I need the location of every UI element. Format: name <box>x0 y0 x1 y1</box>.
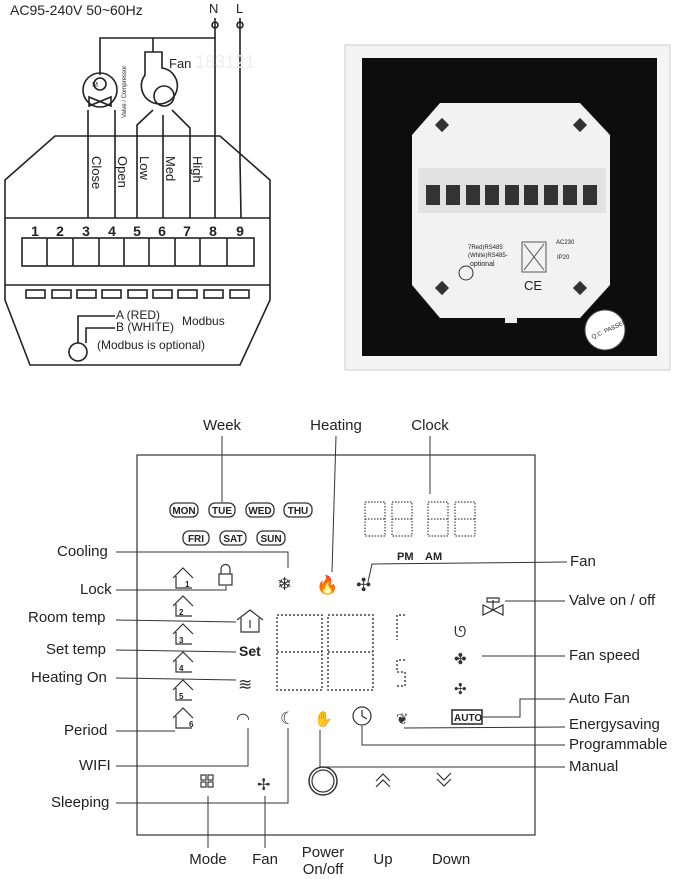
fan-icon: ✣ <box>356 575 371 596</box>
supply-voltage-label: AC95-240V 50~60Hz <box>10 2 143 18</box>
callout-lock: Lock <box>80 581 112 598</box>
housing-outline <box>4 135 271 366</box>
terminal-high-label: High <box>190 156 205 183</box>
terminal-number: 7 <box>183 223 191 239</box>
day-thu: THU <box>288 506 309 517</box>
day-fri: FRI <box>188 534 204 545</box>
valve-motor-icon <box>82 72 118 108</box>
neutral-label: N <box>209 1 218 16</box>
callout-sleeping: Sleeping <box>51 794 110 811</box>
callout-set-temp: Set temp <box>46 641 107 658</box>
fan-speed-high-icon: ✣ <box>454 680 467 698</box>
rs485-a-label: 7Red)RS485 <box>468 245 503 251</box>
callout-clock: Clock <box>411 417 449 434</box>
modbus-label: Modbus <box>182 314 225 328</box>
callout-power: Power On/off <box>302 844 345 878</box>
terminal-low-label: Low <box>137 156 152 180</box>
ac230-label: AC230 <box>556 240 575 246</box>
terminal-med-label: Med <box>163 156 178 181</box>
callout-fan-button: Fan <box>252 851 278 868</box>
modbus-a-label: A (RED) <box>116 308 160 322</box>
thermostat-back-photo <box>344 44 671 371</box>
period-6: 6 <box>189 720 194 729</box>
callout-fan: Fan <box>570 553 596 570</box>
callout-cooling: Cooling <box>57 543 108 560</box>
callout-auto-fan: Auto Fan <box>569 690 630 707</box>
callout-manual: Manual <box>569 758 619 775</box>
rs485-b-label: (White)RS485- <box>468 253 508 259</box>
day-wed: WED <box>248 506 271 517</box>
live-label: L <box>236 1 243 16</box>
wifi-icon: ◠ <box>236 709 250 728</box>
callout-wifi: WIFI <box>79 757 111 774</box>
snowflake-icon: ❄ <box>277 574 292 595</box>
callout-energysaving: Energysaving <box>569 716 660 733</box>
callout-heating: Heating <box>310 417 362 434</box>
terminal-number: 1 <box>31 223 39 239</box>
heating-waves-icon: ≋ <box>238 675 252 695</box>
fan-motor-icon <box>140 51 179 105</box>
terminal-number: 8 <box>209 223 217 239</box>
up-button[interactable] <box>375 773 391 788</box>
terminal-number: 3 <box>82 223 90 239</box>
terminal-open-label: Open <box>115 156 130 188</box>
fan-speed-mid-icon: ✤ <box>454 650 467 668</box>
hand-icon: ✋ <box>314 710 333 728</box>
fan-button[interactable]: ✢ <box>257 775 270 794</box>
terminal-block <box>21 237 255 299</box>
callout-week: Week <box>202 417 242 434</box>
ip20-label: IP20 <box>557 255 570 261</box>
valve-m-label: M <box>92 82 98 89</box>
day-tue: TUE <box>212 506 232 517</box>
period-5: 5 <box>179 692 184 701</box>
down-button[interactable] <box>436 772 452 787</box>
rs485-optional-label: optional <box>470 261 495 268</box>
callout-up: Up <box>373 851 393 868</box>
leaf-icon: ❦ <box>396 710 409 728</box>
display-panel <box>136 454 536 836</box>
set-indicator: Set <box>239 643 261 659</box>
terminal-number: 5 <box>133 223 141 239</box>
callout-period: Period <box>64 722 108 739</box>
callout-lines <box>115 435 568 848</box>
callout-heating-on: Heating On <box>31 669 107 686</box>
day-sat: SAT <box>223 534 242 545</box>
terminal-number: 6 <box>158 223 166 239</box>
flame-icon: 🔥 <box>316 574 338 596</box>
callout-room-temp: Room temp <box>28 609 106 626</box>
auto-fan-indicator: AUTO <box>454 713 482 724</box>
fan-label: Fan <box>169 56 191 71</box>
pm-indicator: PM <box>397 551 414 563</box>
moon-icon: ☾ <box>280 709 295 729</box>
callout-mode: Mode <box>189 851 227 868</box>
fan-speed-low-icon: ᘎ <box>454 623 466 641</box>
day-sun: SUN <box>260 534 281 545</box>
watermark: 183121 <box>195 52 255 72</box>
callout-valve: Valve on / off <box>569 592 656 609</box>
period-2: 2 <box>179 608 184 617</box>
temperature-digits <box>276 614 406 691</box>
clock-digits <box>364 501 476 537</box>
callout-down: Down <box>431 851 471 868</box>
period-4: 4 <box>179 664 184 673</box>
terminal-number: 2 <box>56 223 64 239</box>
day-mon: MON <box>172 506 195 517</box>
terminal-number: 9 <box>236 223 244 239</box>
callout-power-line1: Power <box>301 844 345 861</box>
callout-programmable: Programmable <box>569 736 668 753</box>
period-3: 3 <box>179 636 184 645</box>
callout-power-line2: On/off <box>302 861 344 878</box>
terminal-close-label: Close <box>89 156 104 189</box>
modbus-note: (Modbus is optional) <box>97 338 205 352</box>
valve-compressor-label: Valve / Compressor <box>122 66 128 118</box>
mode-button[interactable] <box>200 774 214 788</box>
modbus-b-label: B (WHITE) <box>116 320 174 334</box>
period-1: 1 <box>185 580 190 589</box>
period-icons <box>172 563 504 796</box>
terminal-number: 4 <box>108 223 116 239</box>
ce-mark: CE <box>524 278 542 293</box>
am-indicator: AM <box>425 551 442 563</box>
callout-fan-speed: Fan speed <box>569 647 640 664</box>
